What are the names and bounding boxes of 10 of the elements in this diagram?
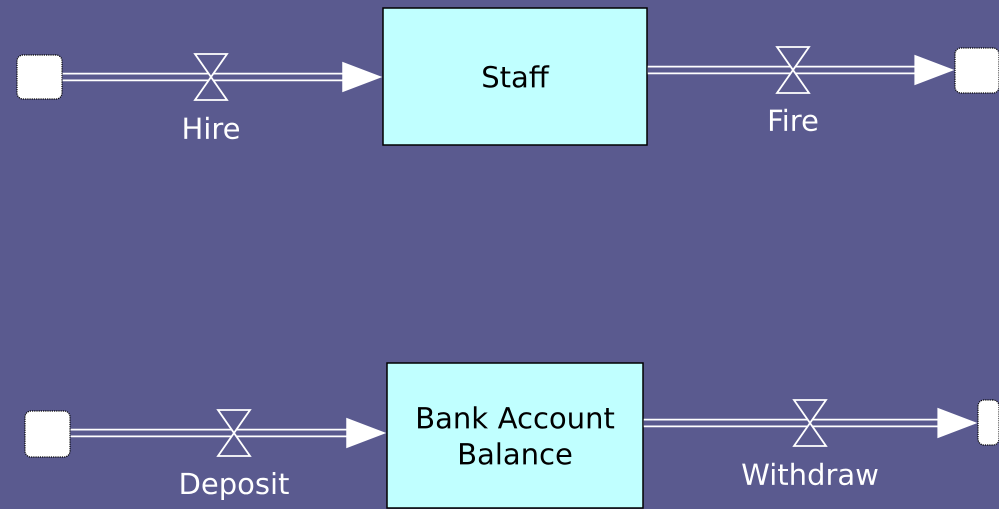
edge-label: Deposit [181, 472, 289, 500]
edge-label: Withdraw [742, 462, 878, 486]
cloud-symbol [977, 399, 999, 446]
edge-label: Hire [184, 116, 239, 140]
cloud-symbol [954, 47, 999, 94]
stock-box: Bank Account Balance [386, 362, 644, 509]
stock-box: Staff [382, 7, 648, 146]
cloud-symbol [16, 54, 63, 100]
edge-label: Fire [770, 108, 818, 132]
cloud-symbol [24, 410, 71, 458]
